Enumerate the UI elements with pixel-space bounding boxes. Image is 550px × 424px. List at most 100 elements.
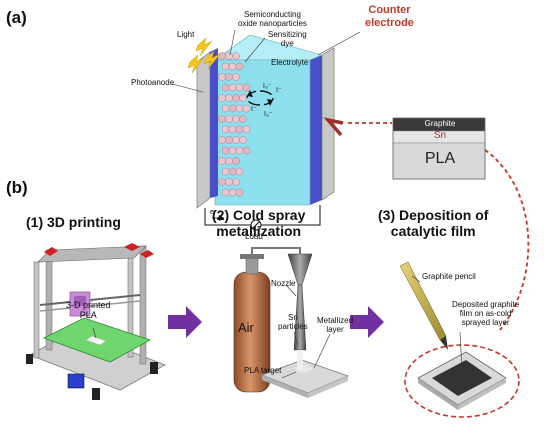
sn-layer-label: Sn xyxy=(433,130,447,141)
step3-title: (3) Deposition of catalytic film xyxy=(378,207,489,239)
nanoparticle xyxy=(235,104,244,113)
panel-b-label: (b) xyxy=(6,178,28,197)
nanoparticle xyxy=(221,125,230,134)
nanoparticle xyxy=(235,125,244,134)
leader-lines-b3 xyxy=(411,275,463,373)
process-arrow-icon xyxy=(168,306,202,338)
photoanode-label: Photoanode xyxy=(131,78,175,87)
nanoparticle xyxy=(221,188,230,197)
load-resistor-icon xyxy=(250,219,262,231)
nanoparticle xyxy=(228,104,237,113)
metallized-layer-label: Metallized layer xyxy=(317,316,354,334)
load-label: Load xyxy=(245,232,263,241)
nanoparticle xyxy=(242,83,251,92)
nanoparticle xyxy=(235,146,244,155)
nanoparticle xyxy=(232,94,240,102)
spray-line xyxy=(251,247,301,256)
layer-stack xyxy=(392,117,486,180)
leader-lines-b2 xyxy=(281,285,331,379)
electron-label: e⁻ xyxy=(210,209,218,216)
i-bottom-label: I⁻ xyxy=(251,106,257,113)
nanoparticle xyxy=(228,83,237,92)
nanoparticle xyxy=(221,62,230,71)
air-label: Air xyxy=(238,320,254,335)
pla-target-plate xyxy=(260,350,350,398)
nanoparticle xyxy=(242,146,251,155)
nanoparticle xyxy=(232,136,240,144)
nanoparticle xyxy=(228,167,237,176)
pla-layer-label: PLA xyxy=(424,150,456,167)
nanoparticle xyxy=(239,136,247,144)
sn-particles-label: Sn particles xyxy=(278,313,308,331)
3d-printer xyxy=(26,243,166,400)
nanoparticle xyxy=(218,157,226,165)
nanoparticle xyxy=(242,104,251,113)
pla-leader xyxy=(92,327,97,339)
i-top-label: I⁻ xyxy=(276,87,282,94)
nanoparticle xyxy=(228,146,237,155)
dssc-cell xyxy=(196,34,335,209)
nanoparticle xyxy=(221,146,230,155)
lightning-bolt-icon xyxy=(187,37,221,74)
electrolyte-cycle xyxy=(246,90,274,106)
nanoparticle xyxy=(235,167,244,176)
nanoparticle xyxy=(218,73,226,81)
nanoparticle xyxy=(218,136,226,144)
nanoparticle xyxy=(239,115,247,123)
cold-spray-nozzle xyxy=(287,253,313,351)
nozzle-label: Nozzle xyxy=(271,279,296,288)
panel-a-label: (a) xyxy=(6,8,27,27)
air-tank xyxy=(233,254,271,393)
pla-target-label: PLA target xyxy=(244,366,282,375)
nanoparticle xyxy=(232,52,240,60)
semiconducting-label: Semiconducting oxide nanoparticles xyxy=(238,10,307,28)
nanoparticle xyxy=(218,178,226,186)
deposited-film-label: Deposited graphite film on as-cold spray… xyxy=(452,300,520,327)
process-arrow-icon xyxy=(350,306,384,338)
electrolyte-label: Electrolyte xyxy=(271,58,309,67)
graphite-layer-label: Graphite xyxy=(424,119,456,128)
nanoparticle xyxy=(218,52,226,60)
light-label: Light xyxy=(177,30,195,39)
nanoparticle xyxy=(235,188,244,197)
nanoparticle xyxy=(228,125,237,134)
nanoparticle xyxy=(225,94,233,102)
nanoparticle xyxy=(218,94,226,102)
nanoparticle xyxy=(225,52,233,60)
i3-bottom-label: I₃⁻ xyxy=(264,111,273,118)
nanoparticle xyxy=(242,125,251,134)
nanoparticle xyxy=(225,73,233,81)
dashed-connection xyxy=(348,122,530,331)
nanoparticle xyxy=(221,167,230,176)
nanoparticle xyxy=(225,157,233,165)
i3-top-label: I₃⁻ xyxy=(263,83,272,90)
highlight-ellipse xyxy=(404,344,520,418)
nanoparticle xyxy=(232,157,240,165)
graphite-pencil xyxy=(399,261,448,350)
step2-title: (2) Cold spray metallization xyxy=(212,207,306,239)
nanoparticle xyxy=(235,83,244,92)
nanoparticle xyxy=(239,94,247,102)
nanoparticle xyxy=(225,178,233,186)
counter-electrode-label: Counter electrode xyxy=(365,4,414,29)
nanoparticle xyxy=(232,73,240,81)
nanoparticle xyxy=(228,188,237,197)
printed-pla-label: 3-D printed PLA xyxy=(66,300,111,320)
counter-electrode-pointer xyxy=(323,117,344,137)
nanoparticle xyxy=(232,115,240,123)
nanoparticle xyxy=(232,178,240,186)
nanoparticle xyxy=(228,62,237,71)
graphite-pencil-label: Graphite pencil xyxy=(422,272,476,281)
sensitizing-dye-label: Sensitizing dye xyxy=(268,30,307,48)
step1-title: (1) 3D printing xyxy=(26,214,121,230)
nanoparticle xyxy=(221,83,230,92)
nanoparticle xyxy=(235,62,244,71)
nanoparticle xyxy=(218,115,226,123)
external-circuit xyxy=(204,205,321,226)
nanoparticle xyxy=(221,104,230,113)
nanoparticles xyxy=(218,52,251,197)
leader-lines-a xyxy=(171,29,361,93)
nanoparticle xyxy=(225,136,233,144)
coated-substrate xyxy=(417,351,507,410)
